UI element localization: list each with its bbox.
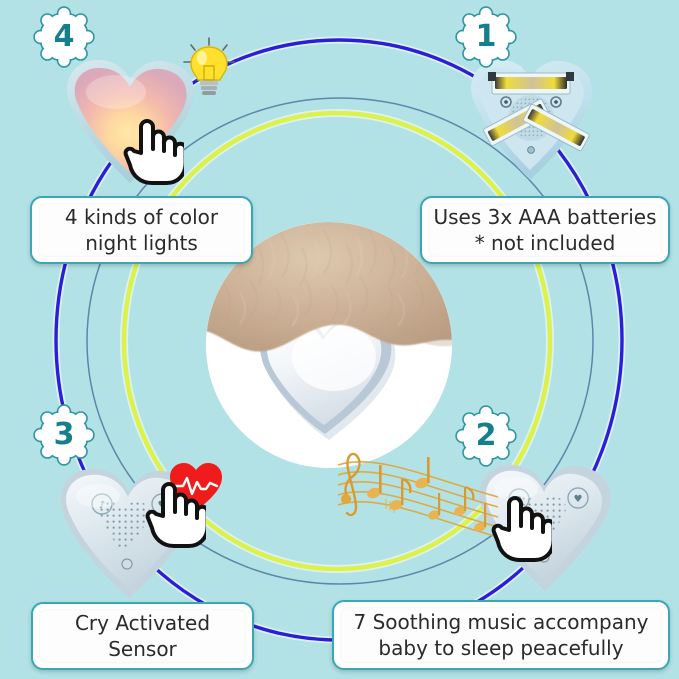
battery-top [488,72,574,95]
badge-three-number: 3 [53,417,75,452]
caption-line: Uses 3x AAA batteries [433,204,657,229]
scalloped-badge-shape [33,404,95,466]
hand-pointer-icon-music [486,490,556,562]
badge-two-number: 2 [475,418,497,453]
hand-pointer-icon-night-light [118,113,188,185]
badge-three: 3 [33,404,95,466]
heart-battery-compartment [452,50,608,190]
caption-line: Sensor [108,637,177,661]
caption-line: night lights [85,231,198,255]
caption-line: Cry Activated [74,610,211,635]
caption-line: 7 Soothing music accompany [353,609,649,634]
heart-device-center [260,314,396,440]
scalloped-badge-shape [455,405,517,467]
scalloped-badge-shape [33,6,95,68]
scalloped-badge-shape [455,6,517,68]
caption-line: baby to sleep peacefully [378,636,624,660]
caption-cry-sensor: Cry Activated Sensor [31,602,254,670]
badge-two: 2 [455,405,517,467]
caption-batteries: Uses 3x AAA batteries * not included [420,196,670,264]
svg-text:♪: ♪ [99,500,105,511]
badge-one: 1 [455,6,517,68]
svg-text:♥: ♥ [574,494,583,505]
lightbulb-icon [180,36,238,100]
music-notes-icon [330,443,500,547]
badge-one-number: 1 [475,19,497,54]
caption-line: * not included [474,231,616,255]
battery-right [522,103,590,152]
caption-night-lights: 4 kinds of color night lights [30,196,253,264]
badge-four-number: 4 [53,19,75,54]
caption-soothing-music: 7 Soothing music accompany baby to sleep… [332,600,670,670]
heart-night-light-glow [46,50,214,195]
caption-line: 4 kinds of color [64,204,219,229]
badge-four: 4 [33,6,95,68]
hand-pointer-icon-cry-sensor [140,476,210,548]
